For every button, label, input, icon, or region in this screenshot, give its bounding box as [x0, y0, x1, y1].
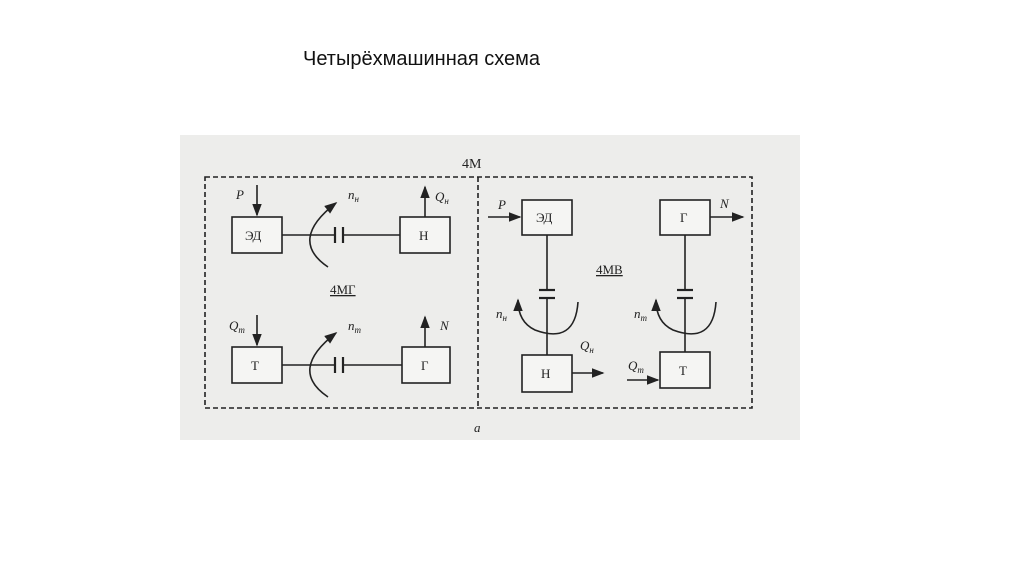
- output-label: Q: [580, 338, 590, 353]
- speed-sub: т: [355, 325, 362, 335]
- slide-title: Четырёхмашинная схема: [303, 48, 541, 70]
- turbine-label: Т: [251, 358, 259, 373]
- motor-label: ЭД: [245, 228, 261, 243]
- input-sub: т: [238, 325, 245, 335]
- input-label: Q: [628, 358, 638, 373]
- output-sub: н: [444, 196, 449, 206]
- svg-text:Qт: Qт: [229, 318, 245, 335]
- pump-label: Н: [419, 228, 428, 243]
- input-sub: т: [637, 365, 644, 375]
- svg-text:nн: nн: [496, 306, 508, 323]
- svg-text:nн: nн: [348, 187, 360, 204]
- motor-box: [521, 199, 573, 236]
- speed-sub: н: [503, 313, 508, 323]
- turbine-box: [231, 346, 283, 384]
- generator-label: Г: [680, 210, 688, 225]
- speed-sub: т: [641, 313, 648, 323]
- rotation-arrow: [651, 298, 717, 335]
- rotation-arrow: [309, 202, 338, 268]
- svg-text:Qт: Qт: [628, 358, 644, 375]
- generator-label: Г: [421, 358, 429, 373]
- scan-background: [180, 135, 800, 440]
- svg-text:Qн: Qн: [580, 338, 594, 355]
- output-label: N: [719, 196, 730, 211]
- output-label: Q: [435, 189, 445, 204]
- svg-text:nт: nт: [348, 318, 362, 335]
- pump-label: Н: [541, 366, 550, 381]
- input-label: Q: [229, 318, 239, 333]
- turbine-label: Т: [679, 363, 687, 378]
- group-label-4mv: 4МВ: [596, 262, 623, 277]
- outer-label: 4M: [462, 157, 482, 172]
- input-label: P: [235, 187, 244, 202]
- speed-label: n: [348, 187, 355, 202]
- rotation-arrow: [309, 332, 338, 398]
- caption: а: [474, 420, 481, 435]
- speed-label: n: [348, 318, 355, 333]
- svg-text:nт: nт: [634, 306, 648, 323]
- turbine-box: [659, 351, 711, 389]
- rotation-arrow: [513, 298, 579, 335]
- speed-label: n: [634, 306, 641, 321]
- motor-label: ЭД: [536, 210, 552, 225]
- group-label-4mg: 4МГ: [330, 282, 356, 297]
- output-sub: н: [589, 345, 594, 355]
- speed-label: n: [496, 306, 503, 321]
- output-label: N: [439, 318, 450, 333]
- speed-sub: н: [355, 194, 360, 204]
- input-label: P: [497, 197, 506, 212]
- svg-text:Qн: Qн: [435, 189, 449, 206]
- four-machine-diagram: 4M а 4МГ 4МВ ЭД Н P nн Qн Т Г Qт nт N ЭД…: [180, 135, 800, 440]
